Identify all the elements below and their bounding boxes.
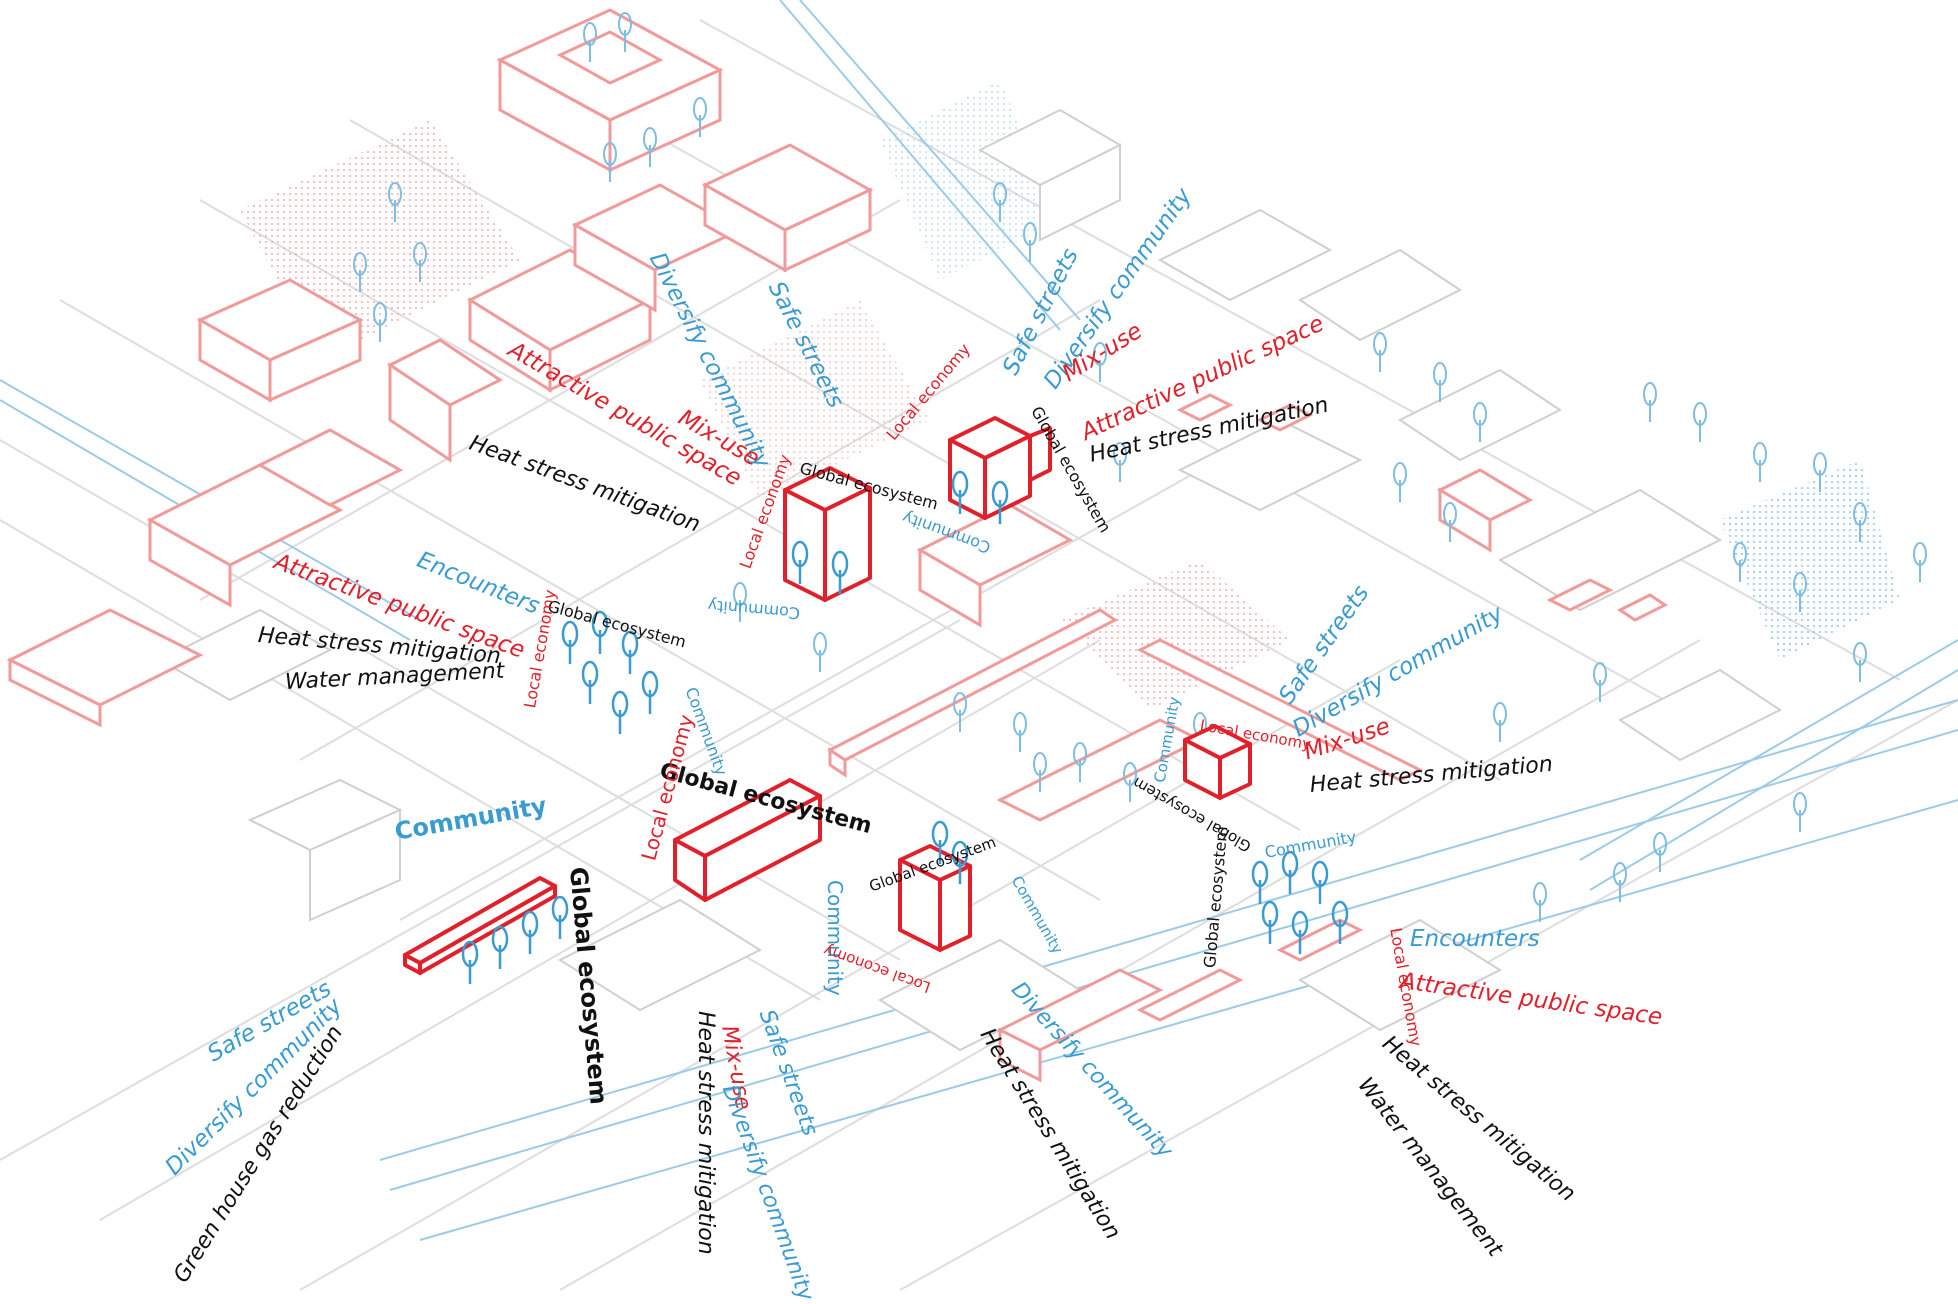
context-buildings [157,108,1782,1052]
ring-community: Community [823,880,847,996]
label-encounters: Encounters [1410,926,1540,952]
label-heat-stress: Heat stress mitigation [693,1011,718,1255]
highlighted-buildings [403,416,1252,975]
pink-buildings [6,8,1668,1083]
